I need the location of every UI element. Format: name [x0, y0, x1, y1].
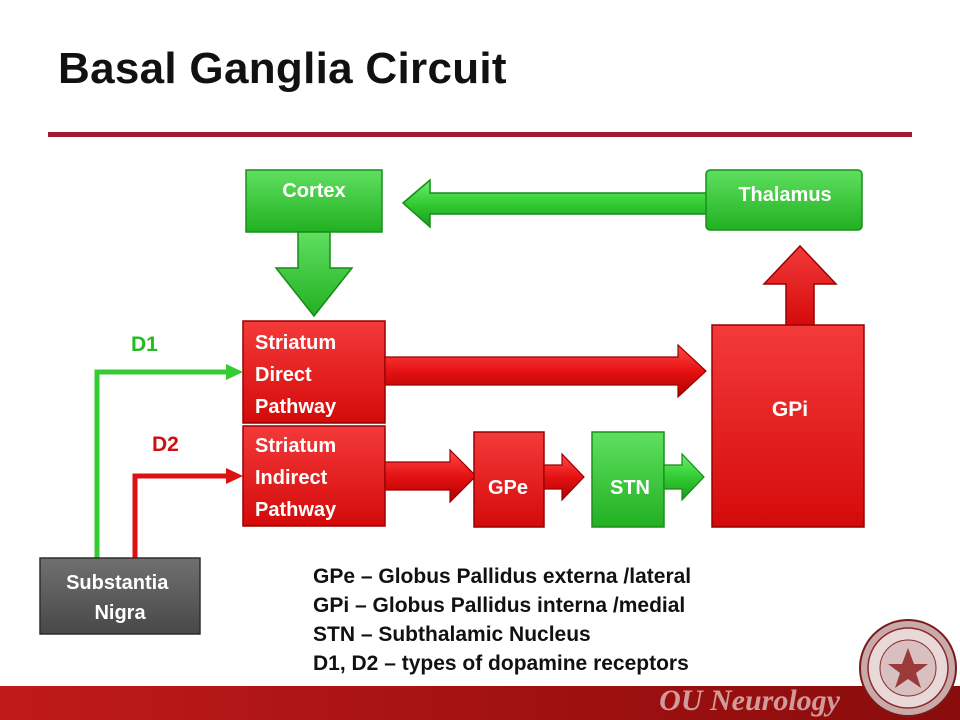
abbreviation-legend: GPe – Globus Pallidus externa /lateral G… — [313, 562, 691, 678]
direct-pathway-arrow — [384, 343, 707, 399]
striatum-direct-label: Striatum Direct Pathway — [255, 332, 342, 418]
d2-arrowhead — [226, 468, 243, 484]
stn-to-gpi-arrow — [663, 452, 705, 502]
striatum-indirect-line-1: Striatum — [255, 435, 336, 457]
legend-item-stn: STN – Subthalamic Nucleus — [313, 623, 591, 646]
legend-item-gpe: GPe – Globus Pallidus externa /lateral — [313, 565, 692, 588]
thalamus-to-cortex-arrow — [401, 178, 713, 229]
striatum-indirect-line-2: Indirect — [255, 467, 328, 489]
gpe-to-stn-arrow — [543, 452, 585, 502]
university-seal-icon — [859, 619, 957, 717]
gpi-to-thalamus-arrow — [762, 244, 838, 327]
legend-item-gpi: GPi – Globus Pallidus interna /medial — [313, 594, 686, 617]
page-title: Basal Ganglia Circuit — [58, 44, 507, 93]
striatum-direct-line-3: Pathway — [255, 396, 337, 418]
gpi-box — [711, 324, 865, 528]
gpi-label: GPi — [772, 398, 808, 421]
striatum-direct-line-2: Direct — [255, 364, 312, 386]
striatum-direct-line-1: Striatum — [255, 332, 336, 354]
cortex-label: Cortex — [282, 180, 345, 202]
d2-label: D2 — [152, 433, 179, 456]
striatum-direct-box — [242, 320, 386, 424]
thalamus-box — [705, 169, 863, 231]
substantia-nigra-line-2: Nigra — [94, 602, 146, 624]
cortex-to-striatum-arrow — [274, 231, 354, 318]
striatum-indirect-label: Striatum Indirect Pathway — [255, 435, 342, 521]
substantia-nigra-box — [39, 557, 201, 635]
footer-brand: OU Neurology — [659, 684, 840, 717]
thalamus-label: Thalamus — [738, 184, 831, 206]
d1-arrowhead — [226, 364, 243, 380]
d1-pathway-line — [94, 369, 228, 560]
d2-pathway-line — [132, 473, 228, 560]
cortex-box — [245, 169, 383, 233]
gpe-label: GPe — [488, 477, 528, 499]
striatum-indirect-box — [242, 425, 386, 527]
substantia-nigra-line-1: Substantia — [66, 572, 169, 594]
title-divider — [48, 132, 912, 137]
legend-item-receptors: D1, D2 – types of dopamine receptors — [313, 652, 689, 675]
d1-label: D1 — [131, 333, 158, 356]
striatum-indirect-line-3: Pathway — [255, 499, 337, 521]
stn-label: STN — [610, 477, 650, 499]
footer-bar — [0, 686, 960, 720]
indirect-to-gpe-arrow — [384, 448, 477, 504]
substantia-nigra-label: Substantia Nigra — [66, 572, 174, 624]
